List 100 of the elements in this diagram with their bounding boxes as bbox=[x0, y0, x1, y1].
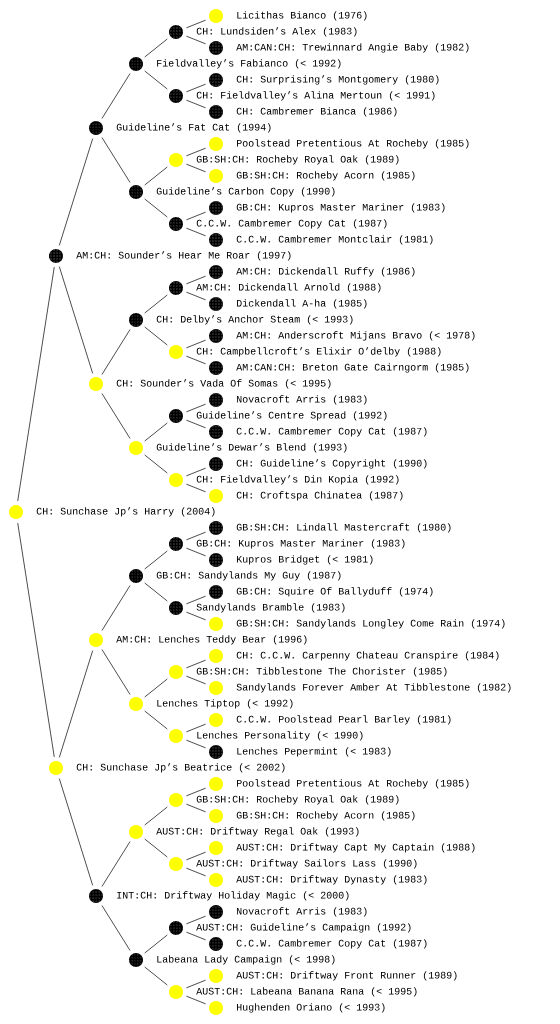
name-label: AM:CH: Dickendall Ruffy (1986) bbox=[236, 267, 415, 277]
connector-line bbox=[101, 841, 131, 887]
connector-line bbox=[186, 979, 206, 989]
name-label: AM:CAN:CH: Breton Gate Cairngorm (1985) bbox=[236, 363, 469, 373]
name-label: AUST:CH: Driftway Regal Oak (1993) bbox=[156, 827, 359, 837]
connector-line bbox=[186, 611, 206, 621]
name-label: GB:CH: Kupros Master Mariner (1983) bbox=[196, 539, 405, 549]
node-dot bbox=[89, 121, 103, 135]
name-label: Lenches Pepermint (< 1983) bbox=[237, 747, 391, 757]
name-label: Novacroft Arris (1983) bbox=[237, 907, 367, 917]
name-label: GB:SH:CH: Lindall Mastercraft (1980) bbox=[236, 523, 451, 533]
node-dot bbox=[169, 921, 183, 935]
connector-line bbox=[186, 419, 206, 429]
name-label: Sandylands Forever Amber At Tibblestone (1982) bbox=[236, 683, 511, 693]
node-dot bbox=[209, 265, 223, 279]
name-label: CH: Croftspa Chinatea (1987) bbox=[236, 491, 403, 501]
connector-line bbox=[144, 454, 168, 474]
name-label: Poolstead Pretentious At Rocheby (1985) bbox=[237, 139, 469, 149]
connector-line bbox=[144, 38, 168, 58]
name-label: C.C.W. Poolstead Pearl Barley (1981) bbox=[236, 715, 451, 725]
node-dot bbox=[209, 361, 223, 375]
connector-line bbox=[144, 294, 168, 314]
connector-line bbox=[144, 710, 168, 730]
name-label: CH: Lundsiden’s Alex (1983) bbox=[196, 27, 357, 37]
name-label: C.C.W. Cambremer Montclair (1981) bbox=[236, 235, 433, 245]
name-label: GB:CH: Sandylands My Guy (1987) bbox=[156, 571, 341, 581]
name-label: C.C.W. Cambremer Copy Cat (1987) bbox=[196, 219, 387, 229]
connector-line bbox=[144, 838, 168, 858]
node-dot bbox=[169, 281, 183, 295]
connector-line bbox=[186, 83, 206, 93]
node-dot bbox=[49, 249, 63, 263]
node-dot bbox=[169, 89, 183, 103]
node-dot bbox=[209, 585, 223, 599]
connector-line bbox=[17, 522, 55, 758]
name-label: AM:CH: Lenches Teddy Bear (1996) bbox=[116, 635, 307, 645]
connector-line bbox=[186, 467, 206, 477]
node-dot bbox=[169, 537, 183, 551]
name-label: GB:CH: Squire Of Ballyduff (1974) bbox=[236, 587, 433, 597]
connector-line bbox=[59, 650, 93, 758]
node-dot bbox=[209, 105, 223, 119]
connector-line bbox=[101, 73, 131, 119]
name-label: C.C.W. Cambremer Copy Cat (1987) bbox=[236, 939, 427, 949]
connector-line bbox=[101, 393, 131, 439]
connector-line bbox=[186, 211, 206, 221]
name-label: AM:CAN:CH: Trewinnard Angie Baby (1982) bbox=[236, 43, 469, 53]
name-label: Guideline’s Carbon Copy (1990) bbox=[156, 187, 335, 197]
connector-line bbox=[186, 291, 206, 301]
name-label: GB:SH:CH: Rocheby Royal Oak (1989) bbox=[196, 795, 399, 805]
connector-line bbox=[101, 905, 131, 951]
name-label: GB:SH:CH: Rocheby Royal Oak (1989) bbox=[196, 155, 399, 165]
name-label: Poolstead Pretentious At Rocheby (1985) bbox=[237, 779, 469, 789]
node-dot bbox=[209, 41, 223, 55]
name-label: CH: Sunchase Jp’s Harry (2004) bbox=[36, 507, 215, 517]
name-label: CH: C.C.W. Carpenny Chateau Cranspire (1984) bbox=[236, 651, 499, 661]
node-dot bbox=[209, 73, 223, 87]
connector-line bbox=[144, 198, 168, 218]
connector-line bbox=[186, 851, 206, 861]
name-label: Guideline’s Centre Spread (1992) bbox=[196, 411, 387, 421]
name-label: AM:CH: Anderscroft Mijans Bravo (< 1978) bbox=[236, 331, 475, 341]
name-label: GB:SH:CH: Sandylands Longley Come Rain (1974) bbox=[236, 619, 505, 629]
node-dot bbox=[209, 745, 223, 759]
name-label: CH: Fieldvalley’s Din Kopia (1992) bbox=[196, 475, 399, 485]
connector-line bbox=[144, 326, 168, 346]
connector-line bbox=[186, 163, 206, 173]
connector-line bbox=[144, 422, 168, 442]
connector-line bbox=[186, 355, 206, 365]
name-label: CH: Surprising’s Montgomery (1980) bbox=[236, 75, 439, 85]
node-dot bbox=[209, 905, 223, 919]
node-dot bbox=[129, 185, 143, 199]
connector-line bbox=[144, 678, 168, 698]
name-label: CH: Sunchase Jp’s Beatrice (< 2002) bbox=[76, 763, 285, 773]
name-label: AUST:CH: Driftway Sailors Lass (1990) bbox=[196, 859, 417, 869]
name-label: Guideline’s Fat Cat (1994) bbox=[116, 123, 271, 133]
name-label: CH: Cambremer Bianca (1986) bbox=[236, 107, 397, 117]
connector-line bbox=[101, 329, 131, 375]
connector-line bbox=[186, 531, 206, 541]
node-dot bbox=[209, 425, 223, 439]
connector-line bbox=[186, 915, 206, 925]
connector-line bbox=[59, 266, 93, 374]
connector-line bbox=[186, 931, 206, 941]
connector-line bbox=[59, 138, 93, 246]
name-label: AM:CH: Sounder’s Hear Me Roar (1997) bbox=[76, 251, 291, 261]
connector-line bbox=[101, 137, 131, 183]
node-dot bbox=[209, 329, 223, 343]
connector-line bbox=[186, 227, 206, 237]
connector-line bbox=[144, 966, 168, 986]
name-label: AUST:CH: Labeana Banana Rana (< 1995) bbox=[196, 987, 417, 997]
connector-line bbox=[186, 547, 206, 557]
node-dot bbox=[209, 201, 223, 215]
name-label: C.C.W. Cambremer Copy Cat (1987) bbox=[236, 427, 427, 437]
node-dot bbox=[209, 457, 223, 471]
connector-line bbox=[186, 147, 206, 157]
name-label: GB:SH:CH: Tibblestone The Chorister (1985) bbox=[196, 667, 447, 677]
connector-line bbox=[186, 803, 206, 813]
name-label: GB:SH:CH: Rocheby Acorn (1985) bbox=[236, 171, 415, 181]
name-label: CH: Sounder’s Vada Of Somas (< 1995) bbox=[116, 379, 331, 389]
node-dot bbox=[209, 937, 223, 951]
name-label: CH: Guideline’s Copyright (1990) bbox=[236, 459, 427, 469]
connector-line bbox=[186, 867, 206, 877]
connector-line bbox=[186, 675, 206, 685]
